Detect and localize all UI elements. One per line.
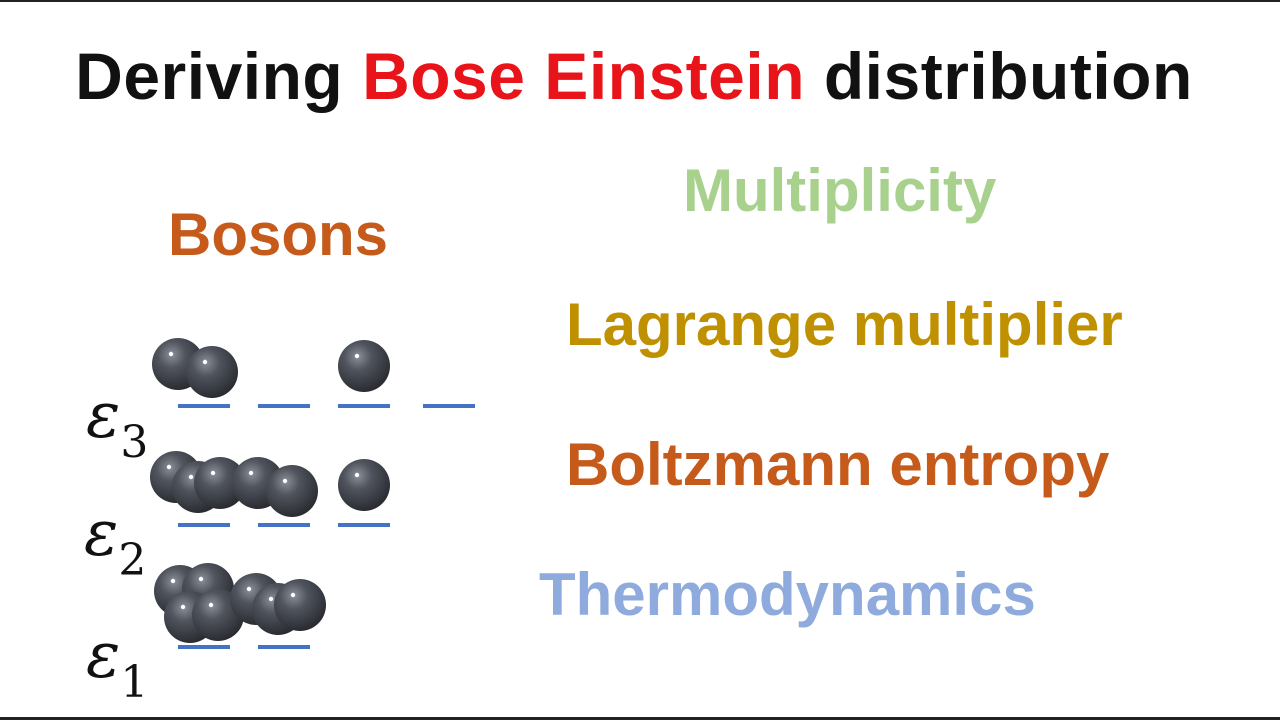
- boson-highlight: [290, 592, 296, 598]
- topic-multiplicity: Multiplicity: [683, 157, 997, 224]
- title-part-1: Deriving: [75, 39, 363, 113]
- boson-highlight: [354, 353, 360, 359]
- boson-particle: [274, 579, 326, 631]
- title-highlight: Bose Einstein: [362, 39, 806, 113]
- boson-highlight: [268, 596, 274, 602]
- boson-highlight: [180, 604, 186, 610]
- topic-boltzmann-entropy: Boltzmann entropy: [566, 431, 1110, 498]
- boson-highlight: [170, 578, 176, 584]
- boson-particle: [186, 346, 238, 398]
- boson-highlight: [210, 470, 216, 476]
- boson-highlight: [246, 586, 252, 592]
- boson-particle: [266, 465, 318, 517]
- boson-highlight: [202, 359, 208, 365]
- boson-highlight: [354, 472, 360, 478]
- boson-highlight: [198, 576, 204, 582]
- energy-label-3: ε3: [86, 379, 149, 468]
- boson-particle: [194, 457, 246, 509]
- title-part-2: distribution: [805, 39, 1193, 113]
- boson-highlight: [208, 602, 214, 608]
- boson-highlight: [282, 478, 288, 484]
- boson-particle: [338, 340, 390, 392]
- boson-highlight: [248, 470, 254, 476]
- topic-lagrange-multiplier: Lagrange multiplier: [566, 291, 1123, 358]
- top-border: [0, 0, 1280, 2]
- boson-highlight: [188, 474, 194, 480]
- boson-highlight: [166, 464, 172, 470]
- boson-highlight: [168, 351, 174, 357]
- bosons-label: Bosons: [168, 201, 389, 268]
- boson-particle: [338, 459, 390, 511]
- slide-title: Deriving Bose Einstein distribution: [0, 38, 1268, 114]
- bottom-border: [0, 717, 1280, 720]
- energy-label-2: ε2: [84, 497, 147, 586]
- topic-thermodynamics: Thermodynamics: [539, 561, 1036, 628]
- energy-label-1: ε1: [86, 619, 149, 708]
